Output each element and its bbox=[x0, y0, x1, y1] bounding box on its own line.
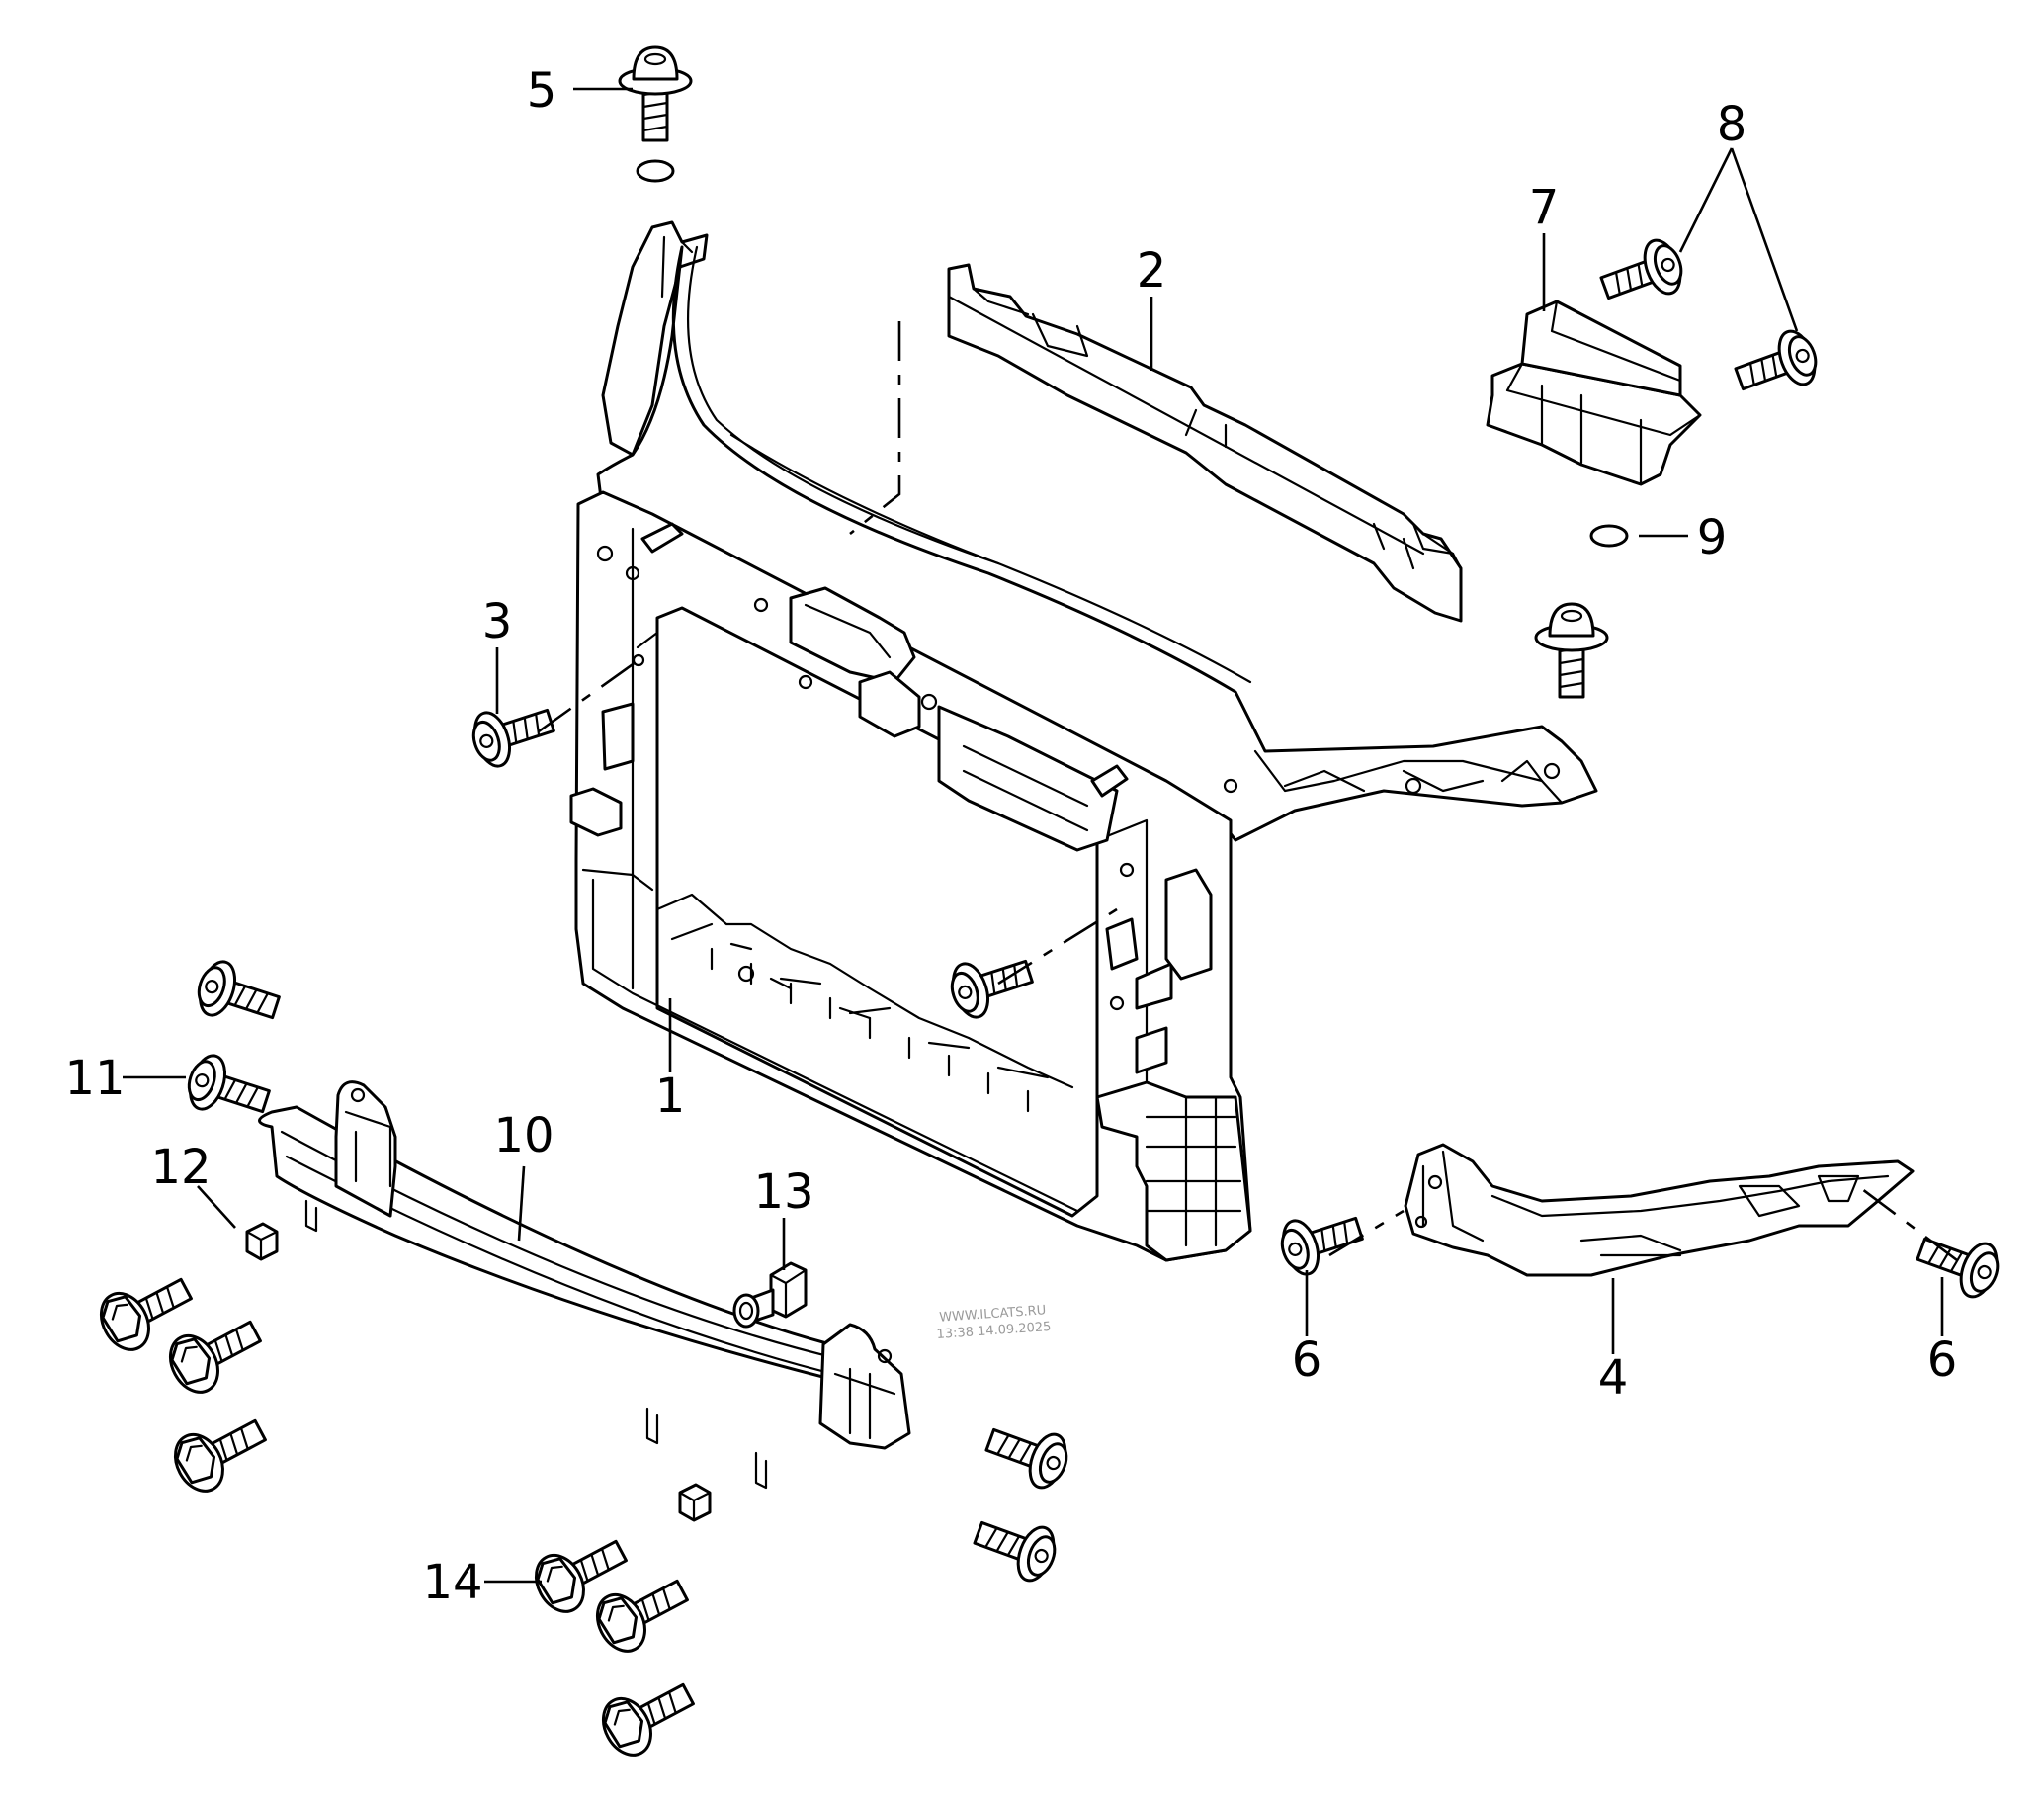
part-9-washer bbox=[1534, 524, 1629, 699]
callout-6-right: 6 bbox=[1927, 1332, 1958, 1388]
callout-labels: 5 2 3 1 10 7 8 9 6 4 6 11 12 13 14 bbox=[64, 63, 1957, 1610]
callout-13: 13 bbox=[753, 1164, 813, 1220]
callout-7: 7 bbox=[1529, 180, 1560, 235]
callout-12: 12 bbox=[150, 1140, 211, 1195]
callout-4: 4 bbox=[1598, 1350, 1629, 1406]
leader-lines bbox=[123, 87, 1958, 1584]
part-11-bolts bbox=[180, 955, 287, 1130]
callout-5: 5 bbox=[527, 63, 557, 119]
callout-14: 14 bbox=[422, 1555, 482, 1610]
part-14-hex-bolts bbox=[90, 1261, 704, 1765]
part-13-spacer bbox=[732, 1261, 808, 1329]
callout-11: 11 bbox=[64, 1051, 125, 1106]
callout-2: 2 bbox=[1137, 243, 1167, 299]
part-10-bumper-carrier bbox=[258, 1080, 911, 1490]
part-2-cover-strip bbox=[947, 263, 1463, 623]
bumper-bolts-right bbox=[967, 1412, 1075, 1587]
callout-10: 10 bbox=[493, 1108, 554, 1163]
part-5-bolt bbox=[618, 45, 693, 183]
watermark: WWW.ILCATS.RU 13:38 14.09.2025 bbox=[936, 1303, 1052, 1342]
part-1-lock-carrier bbox=[569, 220, 1598, 1262]
part-4-side-bracket bbox=[1404, 1143, 1915, 1277]
callout-9: 9 bbox=[1697, 510, 1728, 565]
callout-3: 3 bbox=[482, 594, 513, 649]
callout-1: 1 bbox=[655, 1069, 686, 1124]
callout-6-left: 6 bbox=[1292, 1332, 1322, 1388]
part-3-bolt bbox=[465, 692, 561, 773]
part-7-bracket bbox=[1486, 300, 1702, 486]
callout-8: 8 bbox=[1717, 97, 1747, 152]
